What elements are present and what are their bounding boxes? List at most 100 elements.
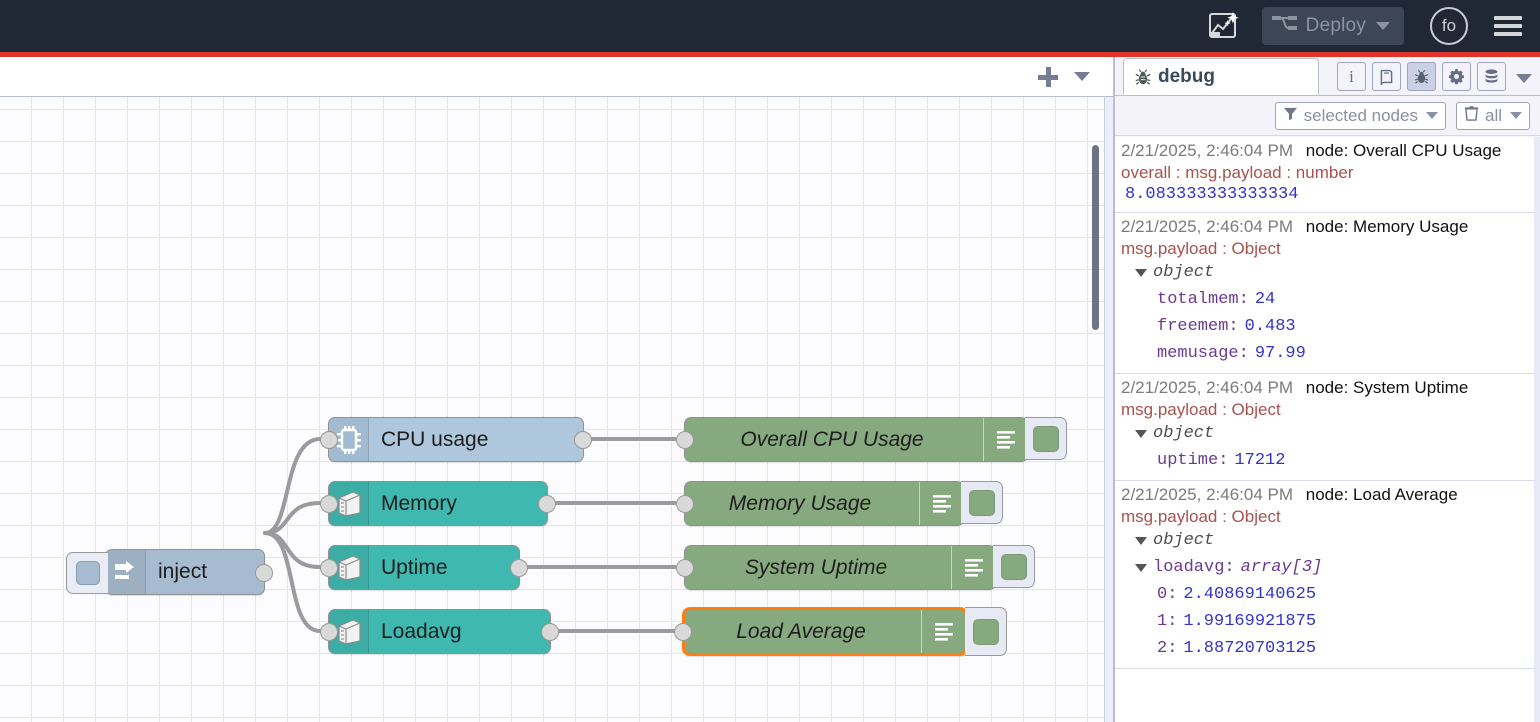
debug-message[interactable]: 2/21/2025, 2:46:04 PM node: Load Average…	[1115, 481, 1536, 669]
debug-source-node[interactable]: node: System Uptime	[1306, 378, 1469, 397]
debug-clear-label: all	[1479, 106, 1510, 126]
node-debug-system-uptime[interactable]: System Uptime	[684, 545, 996, 590]
lines-icon	[983, 418, 1027, 461]
tab-debug[interactable]: debug	[1123, 58, 1319, 95]
node-input-port[interactable]	[320, 559, 338, 577]
node-memory[interactable]: Memory	[328, 481, 548, 526]
debug-message-list[interactable]: 2/21/2025, 2:46:04 PM node: Overall CPU …	[1115, 137, 1536, 722]
node-uptime[interactable]: Uptime	[328, 545, 520, 590]
node-input-port[interactable]	[320, 623, 338, 641]
debug-array-entry: 1: 1.99169921875	[1121, 608, 1530, 635]
node-output-port[interactable]	[510, 559, 528, 577]
trash-icon	[1464, 105, 1479, 126]
add-flow-tab-button[interactable]	[1031, 60, 1065, 94]
bug-icon	[1134, 68, 1152, 86]
debug-toggle-inner	[973, 619, 999, 645]
expand-triangle-icon[interactable]	[1135, 564, 1147, 572]
debug-array-root[interactable]: loadavg: array[3]	[1121, 554, 1530, 581]
debug-toggle-inner	[969, 490, 995, 516]
debug-filter-button[interactable]: selected nodes	[1275, 102, 1446, 130]
debug-enable-toggle[interactable]	[993, 545, 1035, 588]
debug-bug-icon[interactable]	[1407, 62, 1436, 91]
node-label: Overall CPU Usage	[685, 428, 983, 452]
expand-triangle-icon[interactable]	[1135, 269, 1147, 277]
chevron-down-icon	[1426, 112, 1438, 119]
node-input-port[interactable]	[676, 559, 694, 577]
debug-object-root[interactable]: object	[1121, 420, 1530, 447]
debug-enable-toggle[interactable]	[961, 481, 1003, 524]
node-input-port[interactable]	[674, 623, 692, 641]
debug-enable-toggle[interactable]	[1025, 417, 1067, 460]
sidebar-vertical-scrollbar[interactable]	[1534, 137, 1540, 722]
debug-toggle-inner	[1001, 554, 1027, 580]
sidebar-tab-row: debug i	[1115, 57, 1540, 96]
flow-tab-list-button[interactable]	[1065, 60, 1099, 94]
expand-triangle-icon[interactable]	[1135, 537, 1147, 545]
debug-object-entry: uptime: 17212	[1121, 447, 1530, 474]
debug-value: 97.99	[1249, 340, 1306, 367]
debug-object-entry: freemem: 0.483	[1121, 313, 1530, 340]
node-input-port[interactable]	[320, 495, 338, 513]
deploy-button[interactable]: Deploy	[1262, 7, 1404, 45]
deploy-dropdown-caret-icon[interactable]	[1376, 22, 1390, 30]
node-output-port[interactable]	[574, 431, 592, 449]
debug-array-type: array[3]	[1235, 554, 1323, 581]
canvas-vertical-scrollbar[interactable]	[1092, 145, 1099, 330]
context-data-icon[interactable]	[1477, 62, 1506, 91]
sidebar: debug i	[1113, 57, 1540, 722]
menu-bar	[1494, 32, 1522, 36]
debug-message[interactable]: 2/21/2025, 2:46:04 PM node: Memory Usage…	[1115, 213, 1536, 374]
debug-topic: overall : msg.payload : number	[1121, 162, 1530, 183]
config-gear-icon[interactable]	[1442, 62, 1471, 91]
lines-icon	[951, 546, 995, 589]
node-input-port[interactable]	[676, 495, 694, 513]
node-output-port[interactable]	[255, 564, 273, 582]
debug-enable-toggle[interactable]	[965, 607, 1007, 656]
debug-source-node[interactable]: node: Overall CPU Usage	[1306, 141, 1502, 160]
debug-index: 2	[1157, 635, 1167, 662]
debug-array-entry: 2: 1.88720703125	[1121, 635, 1530, 662]
funnel-icon	[1283, 106, 1298, 126]
info-icon[interactable]: i	[1337, 62, 1366, 91]
debug-topic: msg.payload : Object	[1121, 399, 1530, 420]
sidebar-options-caret-icon[interactable]	[1516, 74, 1532, 83]
node-input-port[interactable]	[676, 431, 694, 449]
inject-button-inner	[76, 561, 100, 585]
expand-triangle-icon[interactable]	[1135, 430, 1147, 438]
debug-value: 8.083333333333334	[1121, 183, 1530, 206]
debug-key: memusage	[1157, 340, 1239, 367]
node-debug-overall-cpu-usage[interactable]: Overall CPU Usage	[684, 417, 1028, 462]
hamburger-menu-icon[interactable]	[1494, 12, 1522, 40]
inject-trigger-button[interactable]	[66, 552, 108, 594]
flow-canvas[interactable]: inject CPU usage	[0, 97, 1113, 722]
debug-message[interactable]: 2/21/2025, 2:46:04 PM node: Overall CPU …	[1115, 137, 1536, 213]
debug-source-node[interactable]: node: Load Average	[1306, 485, 1458, 504]
deploy-flow-icon	[1272, 13, 1298, 40]
node-inject[interactable]: inject	[105, 549, 265, 595]
debug-source-node[interactable]: node: Memory Usage	[1306, 217, 1469, 236]
arrow-right-icon	[106, 550, 146, 594]
help-book-icon[interactable]	[1372, 62, 1401, 91]
debug-key: uptime	[1157, 447, 1218, 474]
node-debug-load-average[interactable]: Load Average	[682, 607, 968, 656]
node-loadavg[interactable]: Loadavg	[328, 609, 551, 654]
node-cpu-usage[interactable]: CPU usage	[328, 417, 584, 462]
debug-object-root[interactable]: object	[1121, 259, 1530, 286]
debug-key: loadavg	[1153, 554, 1224, 581]
debug-object-label: object	[1153, 259, 1214, 286]
debug-value: 24	[1249, 286, 1275, 313]
debug-message[interactable]: 2/21/2025, 2:46:04 PM node: System Uptim…	[1115, 374, 1536, 481]
debug-object-root[interactable]: object	[1121, 527, 1530, 554]
debug-clear-button[interactable]: all	[1456, 102, 1530, 130]
user-avatar[interactable]: fo	[1430, 7, 1468, 45]
node-output-port[interactable]	[541, 623, 559, 641]
debug-object-entry: memusage: 97.99	[1121, 340, 1530, 367]
debug-topic: msg.payload : Object	[1121, 238, 1530, 259]
node-label: Uptime	[369, 556, 519, 580]
node-debug-memory-usage[interactable]: Memory Usage	[684, 481, 964, 526]
node-input-port[interactable]	[320, 431, 338, 449]
ai-flow-sparkle-icon[interactable]	[1204, 6, 1244, 46]
debug-value: 1.88720703125	[1177, 635, 1316, 662]
node-output-port[interactable]	[538, 495, 556, 513]
debug-filter-label: selected nodes	[1298, 106, 1426, 126]
